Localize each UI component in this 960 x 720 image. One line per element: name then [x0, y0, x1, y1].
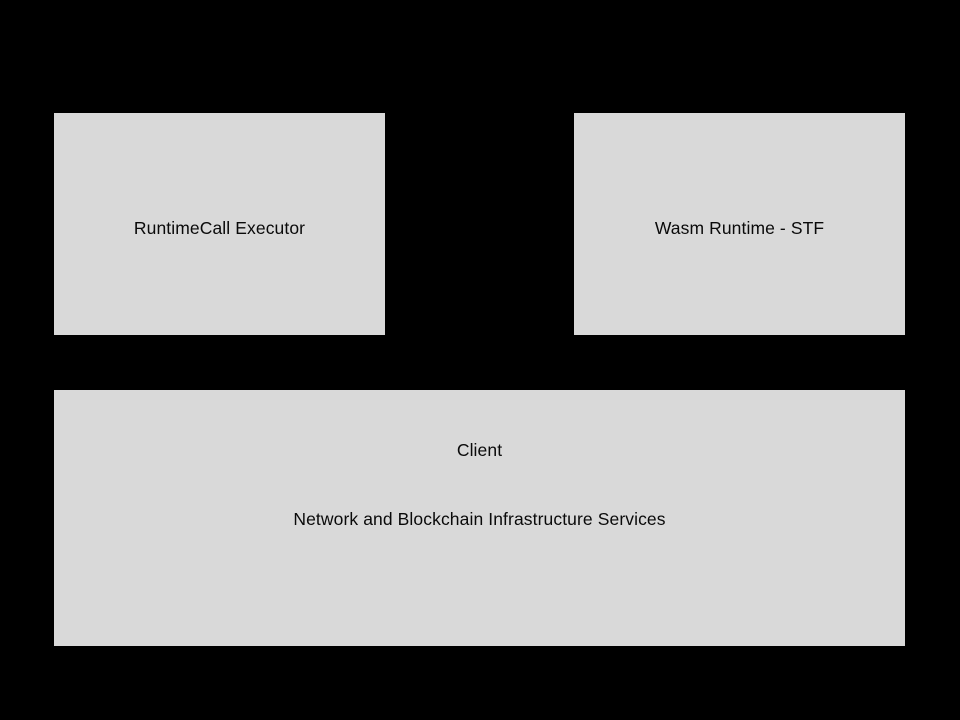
node-wasm-runtime-stf-label: Wasm Runtime - STF — [654, 218, 825, 238]
node-client-label: Client — [456, 440, 503, 460]
node-client-services[interactable]: Client Network and Blockchain Infrastruc… — [54, 390, 905, 646]
node-runtimecall-executor[interactable]: RuntimeCall Executor — [54, 113, 385, 335]
node-runtimecall-executor-label: RuntimeCall Executor — [133, 218, 306, 238]
node-network-infrastructure-label: Network and Blockchain Infrastructure Se… — [293, 509, 666, 529]
node-wasm-runtime-stf[interactable]: Wasm Runtime - STF — [574, 113, 905, 335]
